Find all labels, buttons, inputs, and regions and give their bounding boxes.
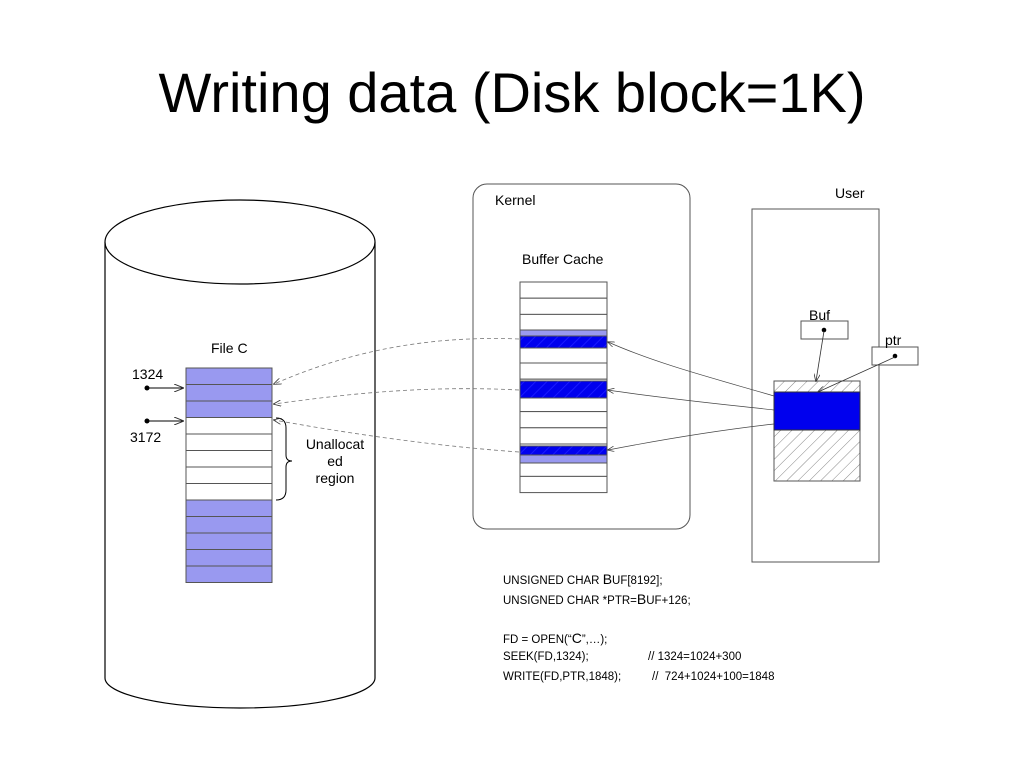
cache-block-written-2 xyxy=(519,380,608,399)
file-block-allocated xyxy=(185,565,273,583)
disk-cylinder xyxy=(104,199,376,709)
code-line-buf-decl: UNSIGNED CHAR BUF[8192]; xyxy=(503,571,663,587)
cache-row xyxy=(519,297,608,315)
cache-row xyxy=(519,346,608,364)
cache-row xyxy=(519,427,608,445)
cache-row xyxy=(519,362,608,380)
file-block-allocated xyxy=(185,499,273,517)
cache-block-written-3 xyxy=(519,445,608,456)
buf-pointer-arrow xyxy=(816,330,825,381)
offset-start-label: 1324 xyxy=(132,366,164,382)
unallocated-line-2: ed xyxy=(327,453,343,469)
file-block-allocated xyxy=(185,400,273,418)
buffer-cache-rows xyxy=(519,281,608,494)
cache-row xyxy=(519,313,608,332)
offset-marker-3172 xyxy=(144,419,184,424)
code-line-open: FD = OPEN(“C”,…); xyxy=(503,629,608,646)
buf-label: Buf xyxy=(809,307,831,323)
user-buffer xyxy=(773,380,861,482)
file-block-allocated xyxy=(185,384,273,402)
code-line-seek: SEEK(FD,1324);// 1324=1024+300 xyxy=(503,651,742,663)
file-block-allocated xyxy=(185,516,273,534)
cache-block-allocated-part xyxy=(519,329,608,337)
cache-block-allocated-part xyxy=(519,454,608,464)
user-label: User xyxy=(835,185,865,201)
file-block-allocated xyxy=(185,549,273,567)
file-c-blocks xyxy=(185,367,273,583)
page-title: Writing data (Disk block=1K) xyxy=(158,61,866,124)
cache-row xyxy=(519,475,608,494)
cache-to-disk-arrows xyxy=(274,338,520,453)
cache-row xyxy=(519,411,608,429)
buffer-cache-label: Buffer Cache xyxy=(522,251,604,267)
file-block-unallocated xyxy=(185,450,273,468)
unallocated-brace xyxy=(275,417,293,501)
offset-marker-1324 xyxy=(144,386,184,391)
file-block-allocated xyxy=(185,532,273,550)
code-line-blank xyxy=(503,609,691,629)
code-listing: UNSIGNED CHAR BUF[8192]; UNSIGNED CHAR *… xyxy=(503,570,775,687)
unallocated-region-label: Unallocat ed region xyxy=(298,436,372,487)
file-block-unallocated xyxy=(185,417,273,435)
code-line-ptr-decl: UNSIGNED CHAR *PTR=BUF+126; xyxy=(503,590,691,607)
unallocated-line-1: Unallocat xyxy=(305,436,365,452)
code-line-write: WRITE(FD,PTR,1848);// 724+1024+100=1848 xyxy=(503,670,775,683)
ptr-pointer-arrow xyxy=(818,356,896,392)
ptr-label: ptr xyxy=(885,332,902,348)
file-block-unallocated xyxy=(185,466,273,484)
file-block-unallocated xyxy=(185,433,273,451)
user-to-cache-arrows xyxy=(608,342,775,450)
unallocated-line-3: region xyxy=(315,470,355,486)
cache-block-written-1 xyxy=(519,335,608,349)
file-c-label: File C xyxy=(211,340,248,356)
file-block-unallocated xyxy=(185,483,273,501)
offset-end-label: 3172 xyxy=(130,429,162,445)
kernel-label: Kernel xyxy=(495,192,536,208)
cache-row xyxy=(519,281,608,299)
file-block-allocated xyxy=(185,367,273,385)
